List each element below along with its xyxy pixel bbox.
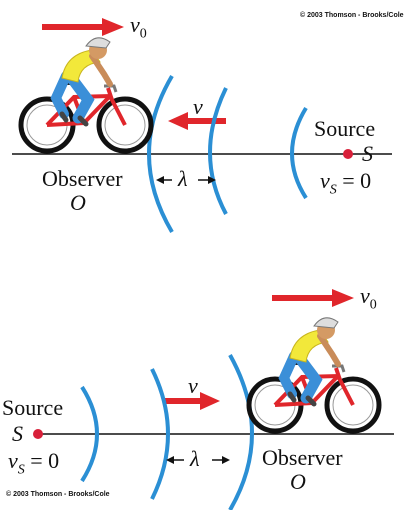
wavefront-2: [208, 87, 228, 215]
cyclist-illustration: [246, 317, 382, 434]
source-velocity-label: vS = 0: [8, 448, 60, 478]
wavelength-symbol: λ: [178, 166, 188, 191]
observer-symbol: O: [70, 190, 86, 215]
wave-velocity-label: v: [188, 373, 198, 398]
top-diagram: [12, 18, 392, 234]
copyright-top: © 2003 Thomson - Brooks/Cole: [300, 12, 404, 19]
bottom-diagram: [33, 289, 394, 510]
observer-label: Observer: [42, 166, 123, 191]
observer-velocity-arrow: [272, 289, 354, 307]
bottom-panel: v0 v Source S vS = 0 Observer O λ © 2003…: [0, 255, 406, 510]
wave-velocity-arrow: [164, 392, 220, 410]
source-symbol: S: [362, 141, 373, 166]
source-dot: [343, 149, 353, 159]
observer-label: Observer: [262, 445, 343, 470]
source-velocity-label: vS = 0: [320, 168, 372, 198]
source-symbol: S: [12, 421, 23, 446]
wavefront-2: [150, 368, 170, 500]
top-panel: v0 v Source S vS = 0 Observer O λ © 2003…: [12, 12, 404, 234]
source-label: Source: [314, 116, 376, 141]
copyright-bottom: © 2003 Thomson - Brooks/Cole: [6, 491, 110, 498]
wave-velocity-arrow: [168, 112, 226, 130]
observer-symbol: O: [290, 469, 306, 494]
wave-velocity-label: v: [193, 94, 203, 119]
observer-velocity-arrow: [42, 18, 124, 36]
wavelength-symbol: λ: [190, 446, 200, 471]
source-label: Source: [2, 395, 64, 420]
cyclist-illustration: [18, 37, 154, 154]
wavefront-3: [290, 106, 308, 200]
observer-velocity-label: v0: [130, 12, 147, 42]
observer-velocity-label: v0: [360, 283, 377, 313]
wavefront-1: [80, 385, 99, 483]
wavefront-1: [147, 74, 174, 234]
wavelength-arrows: [156, 176, 216, 184]
source-dot: [33, 429, 43, 439]
wavefront-3: [228, 354, 254, 510]
wavelength-arrows: [166, 456, 230, 464]
